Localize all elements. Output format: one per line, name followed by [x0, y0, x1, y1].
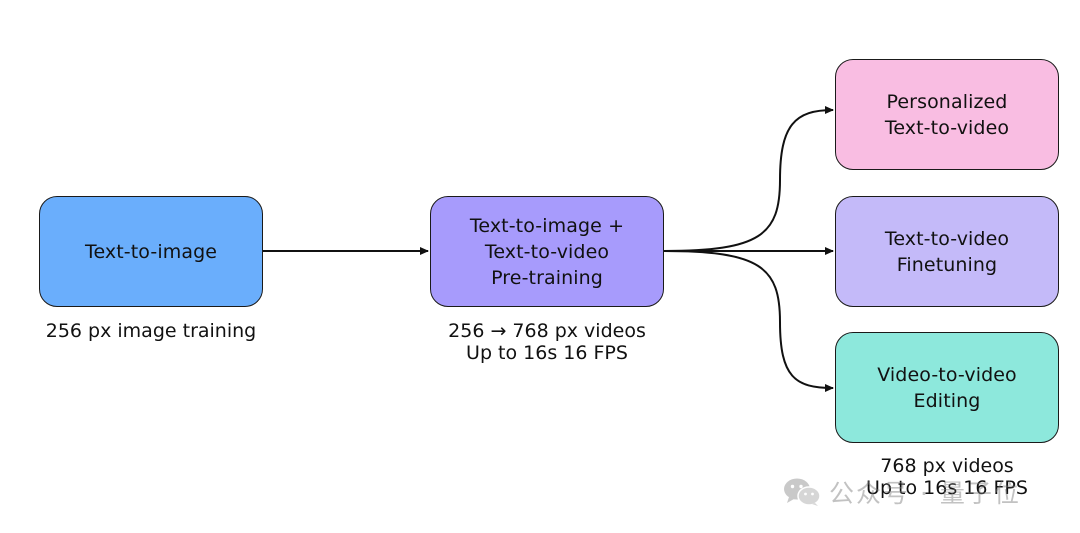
caption-line: Up to 16s 16 FPS	[466, 342, 628, 364]
node-label: Text-to-image	[84, 240, 218, 263]
caption-line: 256 → 768 px videos	[448, 320, 646, 342]
node-label: Pre-training	[491, 266, 603, 289]
caption-line: 768 px videos	[880, 455, 1014, 477]
node-personalized: Personalized Text-to-video	[835, 59, 1059, 170]
node-editing: Video-to-video Editing	[835, 332, 1059, 443]
edge-pretraining-to-personalized	[663, 106, 834, 252]
watermark: 公众号 · 量子位	[783, 474, 1021, 510]
node-pretraining: Text-to-image + Text-to-video Pre-traini…	[430, 196, 664, 307]
node-label: Text-to-image +	[469, 214, 625, 237]
node-text-to-image: Text-to-image	[39, 196, 263, 307]
node-label: Personalized	[886, 90, 1008, 113]
edge-pretraining-to-editing	[663, 250, 834, 392]
node-label: Text-to-video	[484, 240, 610, 263]
caption-line: 256 px image training	[45, 320, 257, 342]
caption-line: Up to 16s 16 FPS	[866, 477, 1028, 499]
caption-text-to-image: 256 px image training	[28, 320, 274, 342]
caption-editing: 768 px videos Up to 16s 16 FPS	[830, 455, 1064, 499]
watermark-text: 公众号 · 量子位	[829, 479, 1021, 508]
node-finetuning: Text-to-video Finetuning	[835, 196, 1059, 307]
wechat-icon	[783, 477, 821, 507]
node-label: Text-to-video	[884, 116, 1010, 139]
caption-pretraining: 256 → 768 px videos Up to 16s 16 FPS	[420, 320, 674, 364]
node-label: Editing	[913, 389, 981, 412]
node-label: Text-to-video	[884, 227, 1010, 250]
node-label: Video-to-video	[877, 363, 1017, 386]
node-label: Finetuning	[896, 253, 998, 276]
